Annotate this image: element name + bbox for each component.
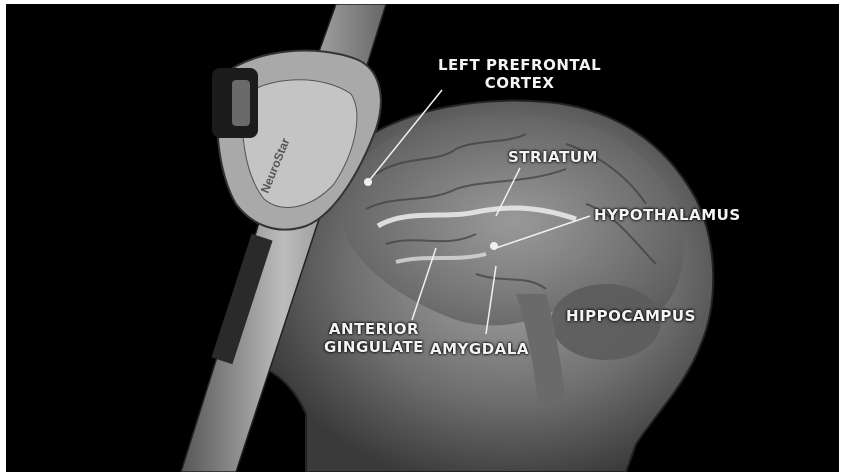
device-knob-cap (232, 80, 250, 126)
head-brain-illustration: NeuroStar (6, 4, 839, 472)
label-amygdala: AMYGDALA (430, 340, 529, 358)
dot-prefrontal (364, 178, 372, 186)
label-hypothalamus: HYPOTHALAMUS (594, 206, 741, 224)
label-anterior-cingulate: ANTERIOR GINGULATE (324, 320, 424, 356)
label-hippocampus: HIPPOCAMPUS (566, 307, 696, 325)
label-striatum: STRIATUM (508, 148, 598, 166)
label-left-prefrontal-cortex: LEFT PREFRONTAL CORTEX (438, 56, 601, 92)
illustration-frame: NeuroStar LEFT PREFRONTAL CORTEX STRIATU… (6, 4, 839, 472)
dot-hypothalamus (490, 242, 498, 250)
